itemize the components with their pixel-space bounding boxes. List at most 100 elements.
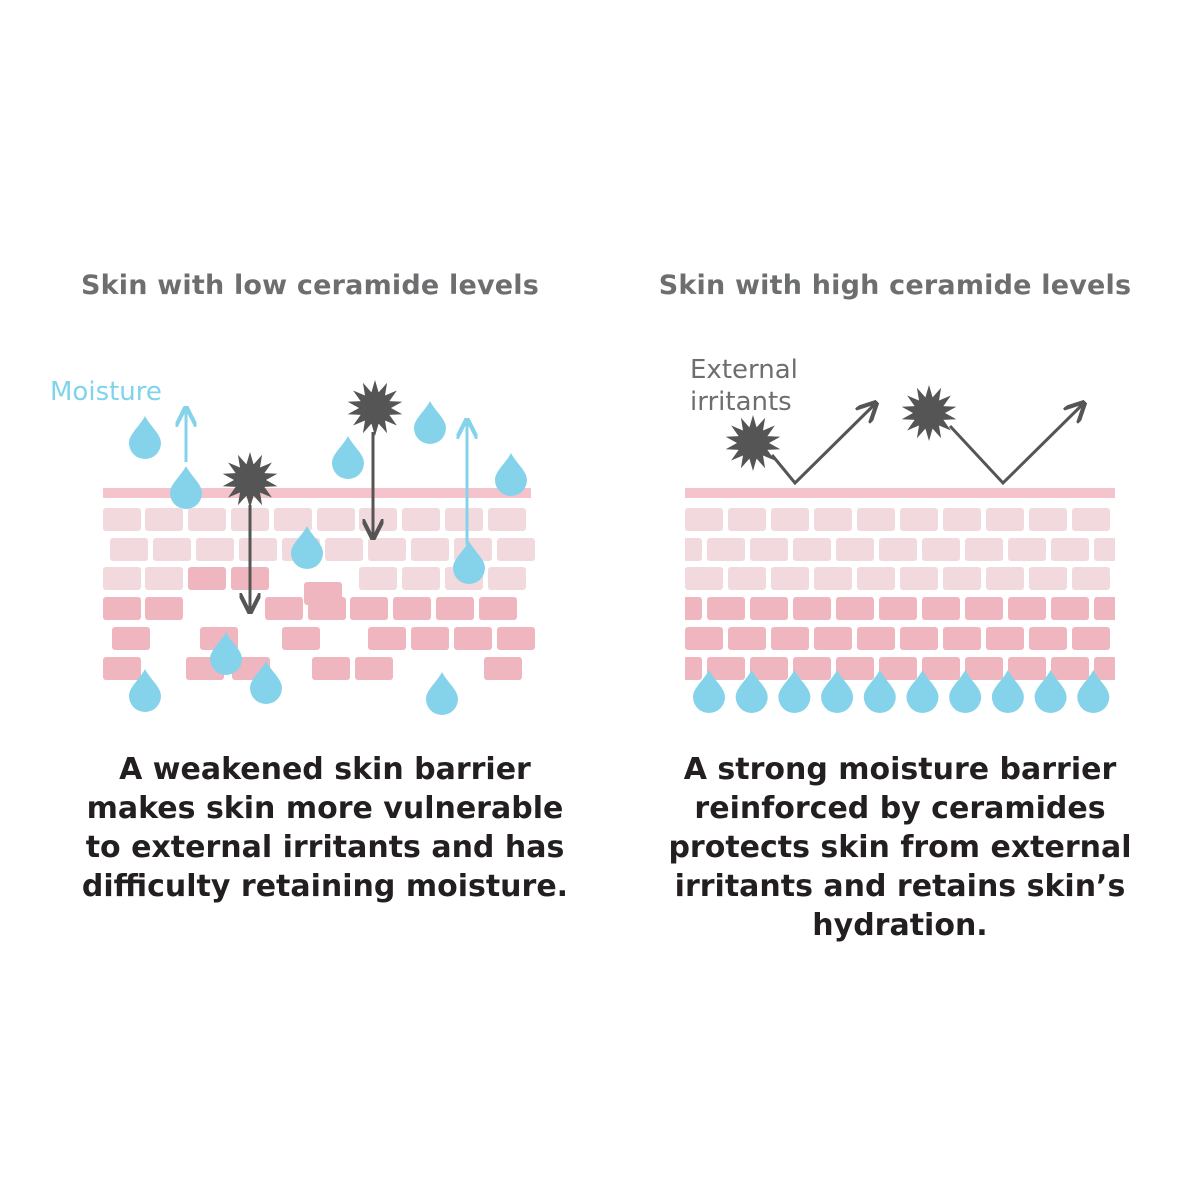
- irritant-particle: [725, 415, 781, 471]
- weak-barrier-bricks: [103, 508, 535, 680]
- brick: [922, 657, 960, 680]
- water-drop: [1077, 670, 1110, 713]
- brick: [145, 567, 183, 590]
- brick: [355, 657, 393, 680]
- brick: [707, 538, 745, 561]
- brick: [282, 627, 320, 650]
- water-drop: [778, 670, 811, 713]
- water-drop: [821, 670, 854, 713]
- brick: [484, 657, 522, 680]
- brick: [685, 657, 702, 680]
- brick: [728, 508, 766, 531]
- brick: [771, 567, 809, 590]
- brick: [1029, 567, 1067, 590]
- brick: [402, 508, 440, 531]
- brick: [986, 567, 1024, 590]
- brick: [304, 582, 342, 605]
- brick: [153, 538, 191, 561]
- brick: [103, 657, 141, 680]
- moisture-label: Moisture: [50, 377, 162, 407]
- brick: [965, 538, 1003, 561]
- brick: [445, 508, 483, 531]
- brick: [317, 508, 355, 531]
- brick: [110, 538, 148, 561]
- brick: [900, 508, 938, 531]
- strong-barrier-bricks: [685, 508, 1115, 680]
- water-drop: [291, 526, 323, 569]
- water-drop: [129, 416, 161, 459]
- water-drop: [210, 632, 242, 675]
- brick: [814, 508, 852, 531]
- brick: [986, 627, 1024, 650]
- moisture-drops: [129, 401, 1110, 715]
- external-irritants-label: External irritants: [690, 355, 798, 417]
- water-drop: [991, 670, 1024, 713]
- brick: [145, 508, 183, 531]
- water-drop: [426, 672, 458, 715]
- brick: [1051, 657, 1089, 680]
- brick: [965, 657, 1003, 680]
- brick: [814, 567, 852, 590]
- brick: [188, 508, 226, 531]
- brick: [836, 538, 874, 561]
- brick: [922, 597, 960, 620]
- irritant-particle: [222, 452, 278, 508]
- brick: [879, 597, 917, 620]
- brick: [479, 597, 517, 620]
- brick: [857, 508, 895, 531]
- brick: [350, 597, 388, 620]
- brick: [411, 538, 449, 561]
- brick: [707, 597, 745, 620]
- brick: [1072, 567, 1110, 590]
- brick: [857, 627, 895, 650]
- brick: [943, 567, 981, 590]
- brick: [497, 627, 535, 650]
- brick: [411, 627, 449, 650]
- brick: [393, 597, 431, 620]
- water-drop: [250, 661, 282, 704]
- brick: [188, 567, 226, 590]
- brick: [274, 508, 312, 531]
- brick: [1072, 627, 1110, 650]
- brick: [145, 597, 183, 620]
- brick: [103, 567, 141, 590]
- brick: [728, 567, 766, 590]
- brick: [368, 627, 406, 650]
- brick: [900, 627, 938, 650]
- brick: [436, 597, 474, 620]
- left-membrane-line: [103, 488, 531, 498]
- deflect-arrow-2: [948, 403, 1084, 486]
- brick: [685, 627, 723, 650]
- brick: [1094, 657, 1115, 680]
- brick: [836, 597, 874, 620]
- brick: [750, 538, 788, 561]
- right-membrane-line: [685, 488, 1115, 498]
- brick: [879, 657, 917, 680]
- brick: [312, 657, 350, 680]
- brick: [1008, 538, 1046, 561]
- brick: [239, 538, 277, 561]
- brick: [1051, 538, 1089, 561]
- deflect-arrow-1: [770, 403, 876, 486]
- brick: [103, 597, 141, 620]
- water-drop: [170, 466, 202, 509]
- brick: [1008, 597, 1046, 620]
- brick: [685, 567, 723, 590]
- brick: [368, 538, 406, 561]
- water-drop: [693, 670, 725, 713]
- water-drop: [453, 541, 485, 584]
- brick: [359, 567, 397, 590]
- water-drop: [332, 436, 364, 479]
- irritant-particles: [222, 380, 957, 508]
- brick: [728, 627, 766, 650]
- brick: [685, 538, 702, 561]
- irritant-particle: [901, 385, 957, 441]
- high-ceramide-title: Skin with high ceramide levels: [658, 270, 1132, 301]
- brick: [943, 508, 981, 531]
- low-ceramide-title: Skin with low ceramide levels: [80, 270, 540, 301]
- brick: [265, 597, 303, 620]
- brick: [196, 538, 234, 561]
- low-ceramide-caption: A weakened skin barrier makes skin more …: [81, 752, 569, 904]
- brick: [814, 627, 852, 650]
- water-drop: [735, 670, 768, 713]
